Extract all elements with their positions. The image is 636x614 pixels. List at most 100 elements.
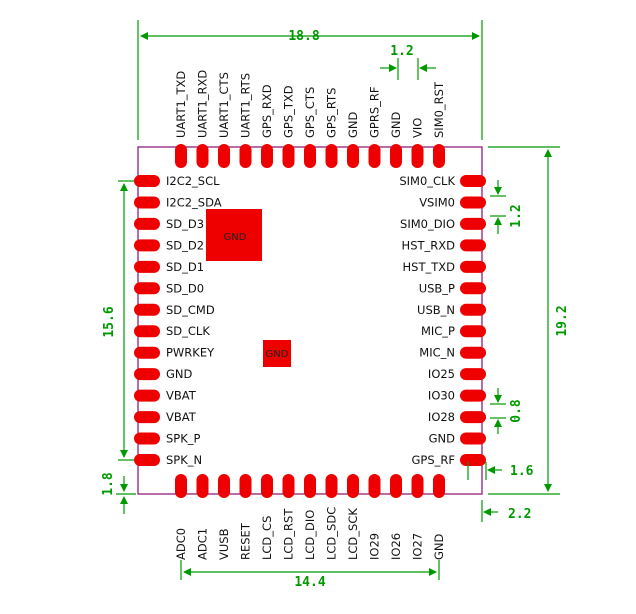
top-pad-gprs-rf-10 — [368, 144, 381, 168]
right-pad-gps-rf-14 — [460, 454, 486, 466]
dimension-pad-width: 0.8 — [490, 388, 524, 434]
bottom-pin-label-lcd-cs: LCD_CS — [260, 516, 274, 560]
dimension-pad-width-value: 0.8 — [509, 399, 524, 423]
left-pin-label-vbat: VBAT — [166, 389, 197, 403]
bottom-pad-lcd-dio-7 — [304, 474, 316, 498]
left-pin-label-i2c2-sda: I2C2_SDA — [166, 195, 222, 209]
left-pin-label-sd-d1: SD_D1 — [166, 260, 204, 274]
left-pad-sd-d0-6 — [134, 282, 160, 295]
left-pad-gnd-10 — [134, 368, 160, 381]
left-pad-spk-n-14 — [134, 454, 160, 466]
bottom-pin-label-adc0: ADC0 — [174, 528, 188, 560]
left-pin-label-sd-cmd: SD_CMD — [166, 303, 215, 317]
right-pin-label-hst-rxd: HST_RXD — [402, 238, 456, 252]
bottom-pin-label-io27: IO27 — [411, 533, 425, 560]
top-pin-label-uart1-rts: UART1_RTS — [239, 73, 253, 138]
left-pad-sd-clk-8 — [134, 325, 160, 338]
right-pad-usb-p-6 — [460, 282, 486, 295]
right-pad-mic-n-9 — [460, 346, 486, 359]
dimension-right-pad-length: 1.6 — [467, 462, 534, 480]
top-pad-uart1-cts-3 — [218, 144, 230, 168]
top-pin-label-uart1-rxd: UART1_RXD — [196, 70, 210, 138]
bottom-pin-label-adc1: ADC1 — [196, 528, 210, 560]
dimension-bottom-offset-value: 1.8 — [101, 472, 116, 496]
right-pad-vsim0-2 — [460, 196, 486, 209]
bottom-pin-label-io26: IO26 — [389, 533, 403, 560]
left-pin-label-spk-n: SPK_N — [166, 453, 202, 467]
top-pad-gps-rxd-5 — [261, 144, 273, 168]
top-pin-label-vio: VIO — [411, 118, 425, 138]
top-pad-uart1-rts-4 — [239, 144, 252, 168]
top-pin-label-gnd: GND — [389, 111, 403, 138]
top-pin-label-uart1-txd: UART1_TXD — [174, 71, 188, 138]
left-pad-i2c2-sda-2 — [134, 196, 160, 209]
left-pin-label-sd-d2: SD_D2 — [166, 238, 204, 252]
dimension-left-span: 15.6 — [102, 180, 134, 461]
top-pin-label-gps-cts: GPS_CTS — [303, 87, 317, 138]
top-pad-gnd-9 — [347, 144, 359, 168]
bottom-pad-lcd-sck-9 — [347, 474, 359, 498]
right-pin-label-mic-n: MIC_N — [419, 346, 455, 360]
left-pin-label-i2c2-scl: I2C2_SCL — [166, 174, 220, 188]
dimension-left-span-value: 15.6 — [102, 306, 117, 337]
bottom-pin-label-io29: IO29 — [368, 533, 382, 560]
top-pad-uart1-rxd-2 — [196, 144, 209, 168]
right-pad-sim0-clk-1 — [460, 175, 486, 187]
top-pin-label-gps-txd: GPS_TXD — [282, 85, 296, 138]
left-pin-label-vbat: VBAT — [166, 410, 197, 424]
right-pin-label-sim0-clk: SIM0_CLK — [399, 174, 455, 188]
gnd-pad-small-label: GND — [266, 349, 289, 360]
bottom-pin-label-gnd: GND — [432, 533, 446, 560]
right-pin-label-io30: IO30 — [428, 389, 455, 403]
dimension-top-pitch-value: 1.2 — [390, 44, 413, 59]
left-pin-label-sd-clk: SD_CLK — [166, 324, 210, 338]
left-pin-label-gnd: GND — [166, 367, 193, 381]
top-pad-gnd-11 — [390, 144, 402, 168]
left-pad-sd-d3-3 — [134, 217, 160, 230]
right-pin-label-io28: IO28 — [428, 410, 455, 424]
right-pad-mic-p-8 — [460, 325, 486, 338]
top-pin-row: UART1_TXD UART1_RXD UART1_CTS UART1_RTS GPS_… — [174, 70, 446, 168]
left-pin-label-spk-p: SPK_P — [166, 432, 201, 446]
top-pad-gps-cts-7 — [304, 144, 316, 168]
top-pin-label-gps-rts: GPS_RTS — [325, 88, 339, 138]
dimension-right-height: 19.2 — [488, 146, 570, 495]
right-pin-label-usb-p: USB_P — [419, 281, 455, 295]
right-pad-sim0-dio-3 — [460, 217, 486, 230]
left-pad-vbat-12 — [134, 411, 160, 424]
top-pad-gps-txd-6 — [282, 144, 295, 168]
dimension-bottom-span: 14.4 — [180, 560, 440, 590]
left-pad-sd-cmd-7 — [134, 303, 160, 316]
dimension-right-height-value: 19.2 — [555, 305, 570, 336]
top-pin-label-uart1-cts: UART1_CTS — [217, 72, 231, 138]
bottom-pad-io29-10 — [368, 474, 381, 498]
left-pad-pwrkey-9 — [134, 346, 160, 359]
right-pin-label-hst-txd: HST_TXD — [403, 260, 456, 274]
bottom-pad-reset-4 — [239, 474, 252, 498]
top-pad-vio-12 — [411, 144, 424, 168]
left-pad-sd-d1-5 — [134, 260, 160, 273]
top-pin-label-sim0-rst: SIM0_RST — [432, 81, 446, 138]
right-pad-usb-n-7 — [460, 303, 486, 316]
right-pad-gnd-13 — [460, 432, 486, 445]
top-pin-label-gnd: GND — [346, 111, 360, 138]
dimension-right-pitch-value: 1.2 — [509, 204, 524, 227]
right-pin-label-io25: IO25 — [428, 367, 455, 381]
top-pin-label-gprs-rf: GPRS_RF — [368, 87, 382, 139]
dimension-right-offset-value: 2.2 — [508, 507, 531, 522]
right-pin-label-sim0-dio: SIM0_DIO — [400, 217, 455, 231]
left-pin-label-sd-d0: SD_D0 — [166, 281, 204, 295]
gnd-pad-large-label: GND — [224, 232, 247, 243]
left-pad-sd-d2-4 — [134, 239, 160, 252]
left-pad-i2c2-scl-1 — [134, 175, 160, 187]
bottom-pad-lcd-cs-5 — [261, 474, 273, 498]
bottom-pin-label-lcd-sck: LCD_SCK — [346, 508, 360, 560]
bottom-pad-adc1-2 — [196, 474, 209, 498]
left-pin-column: I2C2_SCLI2C2_SDASD_D3SD_D2SD_D1SD_D0SD_C… — [134, 174, 222, 467]
bottom-pad-lcd-sdc-8 — [325, 474, 338, 498]
top-pin-label-gps-rxd: GPS_RXD — [260, 84, 274, 138]
right-pin-label-mic-p: MIC_P — [421, 324, 455, 338]
right-pin-column: SIM0_CLKVSIM0SIM0_DIOHST_RXDHST_TXDUSB_P… — [399, 174, 486, 467]
dimension-bottom-span-value: 14.4 — [294, 575, 325, 590]
